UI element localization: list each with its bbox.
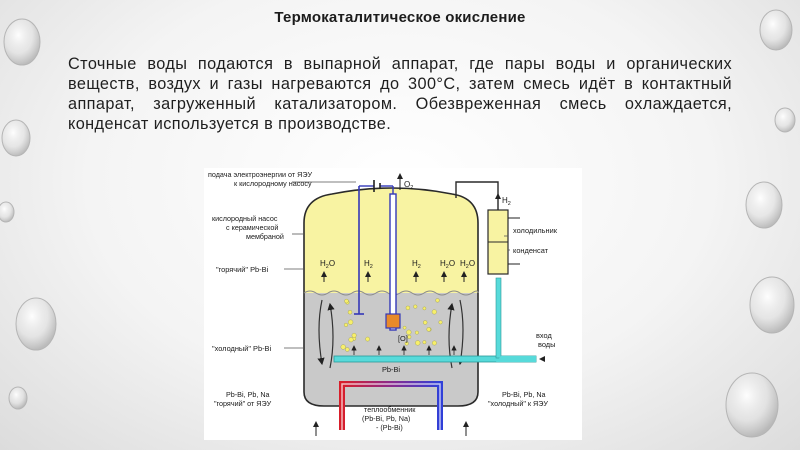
description-paragraph: Сточные воды подаются в выпарной аппарат… <box>68 55 732 133</box>
bubble <box>351 332 357 338</box>
bubble <box>343 322 348 327</box>
bubble <box>345 347 350 352</box>
cold-outlet-label-line1: Pb-Bi, Pb, Na <box>502 390 546 399</box>
hot-inlet-label-line2: "горячий" от ЯЭУ <box>214 399 272 408</box>
cold-pbbi-label: "холодный" Pb-Bi <box>212 344 271 353</box>
bubble <box>431 340 437 346</box>
slide-title: Термокаталитическое окисление <box>274 9 526 26</box>
hot-inlet-label-line1: Pb-Bi, Pb, Na <box>226 390 270 399</box>
bubble <box>348 319 354 325</box>
power-label-line2: к кислородному насосу <box>234 179 312 188</box>
bubble <box>402 325 407 330</box>
gas-label: H2O <box>320 259 335 270</box>
bubble <box>365 336 370 342</box>
cold-outlet-label-line2: "холодный" к ЯЭУ <box>488 399 548 408</box>
water-inlet-label-line1: вход <box>536 331 552 340</box>
condensate-riser <box>495 277 502 359</box>
cooler-label: холодильник <box>513 226 558 235</box>
pump-label-line3: мембраной <box>246 232 284 241</box>
drop-group-left <box>0 18 57 410</box>
bubble <box>405 305 411 311</box>
gas-label: H2 <box>364 259 373 270</box>
oxygen-pump-electrode <box>354 180 401 331</box>
bubble <box>426 327 431 332</box>
pointer-lines <box>284 181 510 349</box>
bubble <box>415 340 421 346</box>
bubble <box>422 320 428 325</box>
pump-label-line2: с керамической <box>226 223 278 232</box>
gas-labels: H2O H2 H2 H2O H2O <box>320 259 475 282</box>
bubble <box>340 344 346 350</box>
pbbi-center-label: Pb-Bi <box>382 365 400 374</box>
bottom-arrows <box>313 421 469 436</box>
bubble <box>422 306 427 311</box>
oxygen-center-label: [O] <box>398 334 408 343</box>
tube-outlet-arrows <box>351 345 457 355</box>
bubble <box>431 309 437 315</box>
bubble <box>348 337 354 343</box>
bubble <box>344 298 349 304</box>
o2-label: O2 <box>404 180 413 191</box>
hx-label-line3: - (Pb-Bi) <box>376 423 403 432</box>
bubble <box>414 330 419 335</box>
hot-pbbi-label: "горячий" Pb-Bi <box>216 265 269 274</box>
gas-label: H2O <box>460 259 475 270</box>
gas-label: H2O <box>440 259 455 270</box>
power-label-line1: подача электроэнергии от ЯЭУ <box>208 170 312 179</box>
bubble <box>422 340 427 345</box>
drop-group-right <box>725 9 796 438</box>
vessel-bottom <box>304 388 478 406</box>
condensate-label: конденсат <box>513 246 549 255</box>
heat-exchanger-inner <box>341 383 441 430</box>
bubble <box>413 304 418 309</box>
bubble <box>435 298 440 303</box>
riser-join <box>496 356 536 362</box>
vessel-outline <box>303 187 479 407</box>
hx-label-line2: (Pb-Bi, Pb, Na) <box>362 414 410 423</box>
bubbles <box>340 298 443 352</box>
pump-label-line1: кислородный насос <box>212 214 278 223</box>
hx-label-line1: теплообменник <box>364 405 416 414</box>
gas-label: H2 <box>412 259 421 270</box>
water-inlet-label-line2: воды <box>538 340 555 349</box>
bubble <box>407 334 412 339</box>
bubble <box>406 329 412 335</box>
bubble <box>438 320 443 325</box>
h2-cooler-label: H2 <box>502 196 511 207</box>
bubble <box>347 309 353 315</box>
